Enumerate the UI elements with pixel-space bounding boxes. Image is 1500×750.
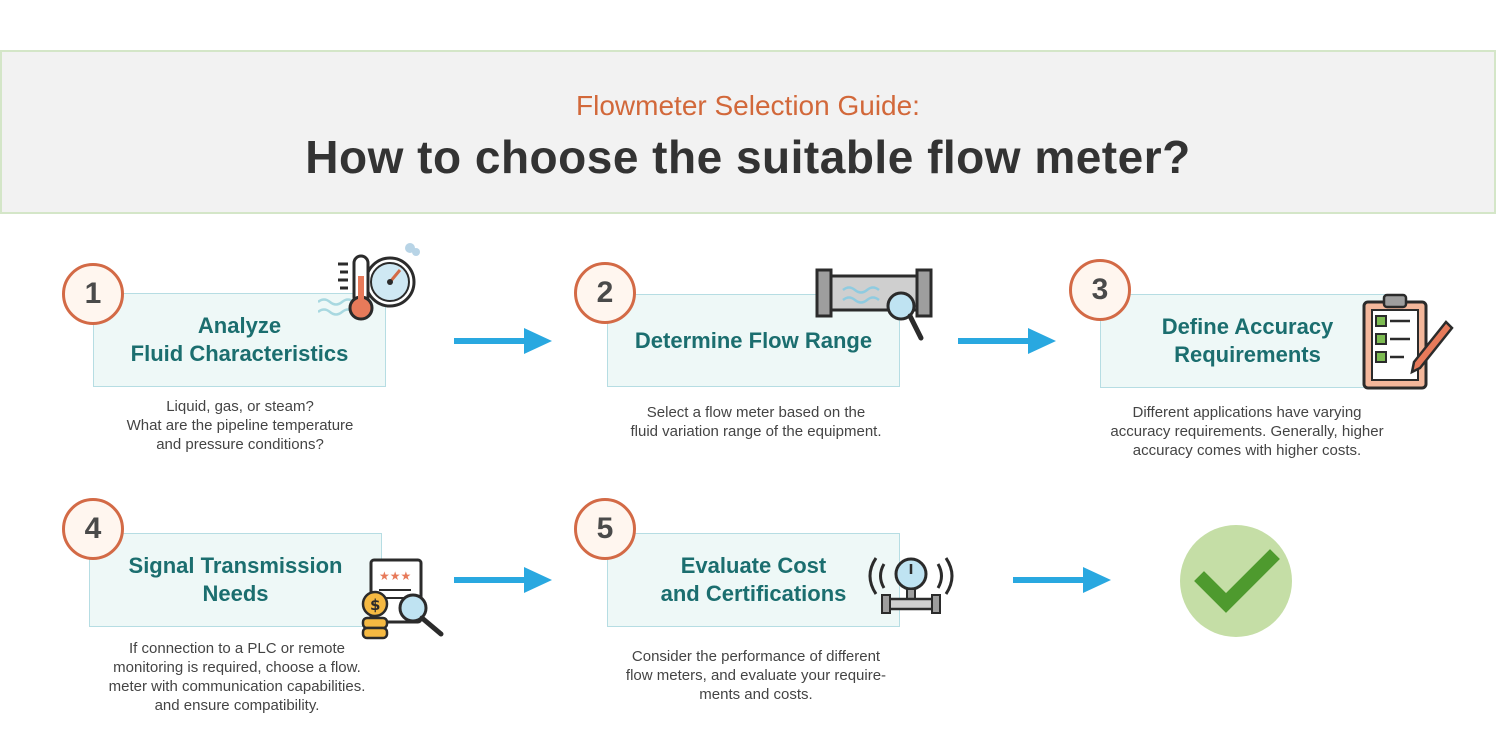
checkmark-circle	[1180, 525, 1292, 637]
step-1-number: 1	[62, 263, 124, 325]
step-5-number: 5	[574, 498, 636, 560]
step-1-title: Analyze Fluid Characteristics	[130, 313, 349, 366]
step-3-description: Different applications have varying accu…	[1110, 404, 1384, 459]
step-5-box: Evaluate Cost and Certifications	[607, 533, 900, 627]
wireless-gauge-icon	[868, 557, 954, 614]
step-4-title: Signal Transmission Needs	[128, 553, 343, 606]
step-5-description: Consider the performance of different fl…	[625, 648, 887, 703]
step-1-description: Liquid, gas, or steam? What are the pipe…	[126, 398, 354, 453]
step-3-number: 3	[1069, 259, 1131, 321]
step-4-number: 4	[62, 498, 124, 560]
svg-text:★★★: ★★★	[379, 569, 411, 583]
checkmark-icon	[1194, 549, 1280, 613]
arrow-right-icon	[958, 328, 1056, 354]
step-2-number: 2	[574, 262, 636, 324]
step-4-box: Signal Transmission Needs	[89, 533, 382, 627]
page-subtitle: Flowmeter Selection Guide:	[576, 90, 920, 121]
step-1-box: Analyze Fluid Characteristics	[93, 293, 386, 387]
step-4-description: If connection to a PLC or remote monitor…	[108, 640, 366, 714]
arrow-right-icon	[454, 567, 552, 593]
step-3-box: Define Accuracy Requirements	[1100, 294, 1395, 388]
step-5-title: Evaluate Cost and Certifications	[660, 553, 847, 606]
arrow-right-icon	[454, 328, 552, 354]
svg-text:$: $	[370, 596, 380, 614]
pipe-magnifier-icon	[815, 268, 933, 341]
document-coins-magnifier-icon: ★★★ $	[361, 558, 444, 640]
step-2-title: Determine Flow Range	[634, 327, 873, 353]
clipboard-checklist-icon	[1362, 293, 1454, 390]
arrow-right-icon	[1013, 567, 1111, 593]
header-banner: Flowmeter Selection Guide: How to choose…	[0, 50, 1496, 214]
step-2-box: Determine Flow Range	[607, 294, 900, 387]
thermometer-gauge-icon	[318, 243, 420, 321]
page-title: How to choose the suitable flow meter?	[305, 131, 1191, 183]
step-3-title: Define Accuracy Requirements	[1161, 314, 1334, 367]
step-2-description: Select a flow meter based on the fluid v…	[630, 404, 882, 440]
